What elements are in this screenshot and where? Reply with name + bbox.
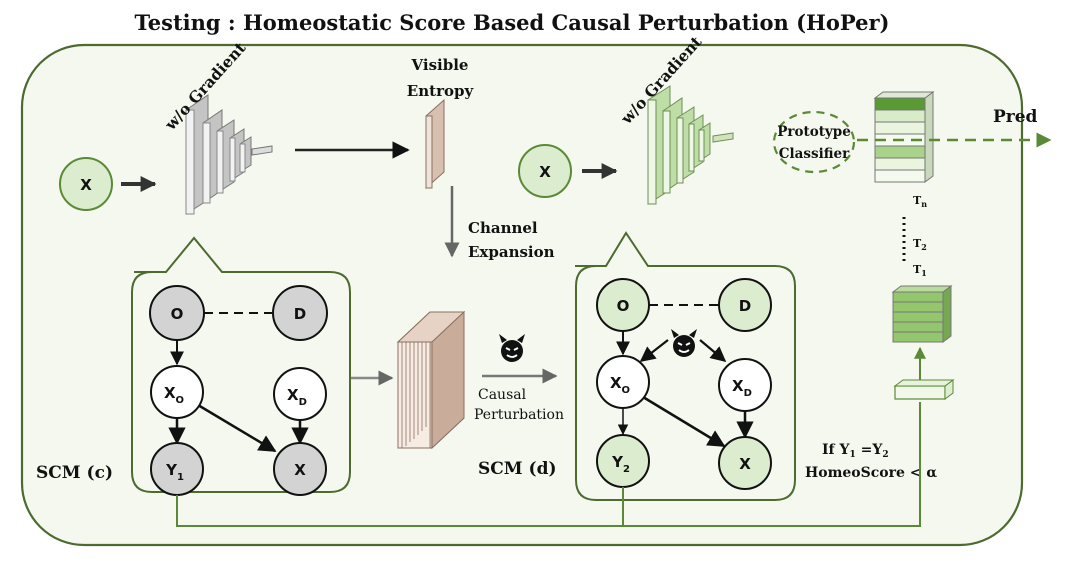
entropy-label-line2: Entropy <box>407 82 475 100</box>
time-label-t2: T2 <box>913 237 927 252</box>
scm-d-node-xo-label: XO <box>610 374 630 396</box>
prototype-memory-t1 <box>891 285 953 343</box>
prototype-memory-tn <box>873 91 935 183</box>
scm-c-node-x-label: X <box>294 461 306 479</box>
input-x-left-label: X <box>80 176 92 194</box>
scm-c-node-y1 <box>150 442 204 496</box>
scm-c-node-xo-label: XO <box>164 384 184 406</box>
scm-d-edge-xo-x <box>642 395 726 448</box>
feedback-connector <box>176 402 921 527</box>
expanded-channel-stack <box>396 310 466 450</box>
scm-d-node-y2-label: Y2 <box>611 453 630 475</box>
perturbation-label-line1: Causal <box>478 387 527 403</box>
condition-line2: HomeoScore < α <box>805 465 937 481</box>
scm-d-node-d-label: D <box>739 297 751 315</box>
scm-c-node-xo <box>150 365 204 419</box>
scm-c-node-o <box>149 285 205 341</box>
input-x-right-label: X <box>539 163 551 181</box>
scm-d-node-x-label: X <box>739 455 751 473</box>
devil-icon-scm <box>671 329 697 357</box>
scm-d-node-y2 <box>596 434 650 488</box>
channel-label-line1: Channel <box>468 219 538 237</box>
scm-d-node-d <box>718 278 772 332</box>
prototype-classifier-ring <box>772 110 856 174</box>
scm-d-label: SCM (d) <box>478 459 557 479</box>
scm-d-node-xo <box>596 355 650 409</box>
scm-c-node-o-label: O <box>171 305 184 323</box>
scm-d-node-o <box>596 278 650 332</box>
scm-c-edge-xo-x <box>197 403 277 453</box>
classifier-label-line2: Classifier <box>779 146 850 162</box>
scm-d-node-x <box>718 436 772 490</box>
time-label-t1: T1 <box>913 263 927 278</box>
encoder-right <box>647 85 734 205</box>
input-x-right-node <box>518 144 572 198</box>
scm-c-node-x <box>273 442 327 496</box>
channel-label-line2: Expansion <box>468 243 555 261</box>
scm-c-node-xd <box>273 367 327 421</box>
scm-c-node-d-label: D <box>294 305 306 323</box>
scm-d-edge-devil-xd <box>699 339 727 362</box>
classifier-label-line1: Prototype <box>777 124 851 140</box>
condition-line1: If Y1 =Y2 <box>822 442 889 460</box>
perturbation-label-line2: Perturbation <box>474 407 564 423</box>
entropy-label-line1: Visible <box>411 56 469 74</box>
scm-d-edge-devil-xo <box>639 339 669 362</box>
scm-d-node-xd-label: XD <box>732 377 752 399</box>
scm-d-node-o-label: O <box>617 297 630 315</box>
scm-c-node-d <box>272 285 328 341</box>
time-label-tn: Tn <box>913 194 927 209</box>
scm-c-node-y1-label: Y1 <box>165 461 184 483</box>
encoder-left <box>185 94 273 215</box>
scm-d-node-xd <box>718 358 772 412</box>
prototype-entry <box>893 379 955 400</box>
entropy-map-face <box>425 115 433 189</box>
input-x-left-node <box>59 157 113 211</box>
scm-c-node-xd-label: XD <box>287 386 307 408</box>
devil-icon <box>499 334 525 362</box>
diagram-title: Testing : Homeostatic Score Based Causal… <box>135 10 890 35</box>
scm-c-label: SCM (c) <box>36 463 113 483</box>
pred-label: Pred <box>993 107 1038 127</box>
